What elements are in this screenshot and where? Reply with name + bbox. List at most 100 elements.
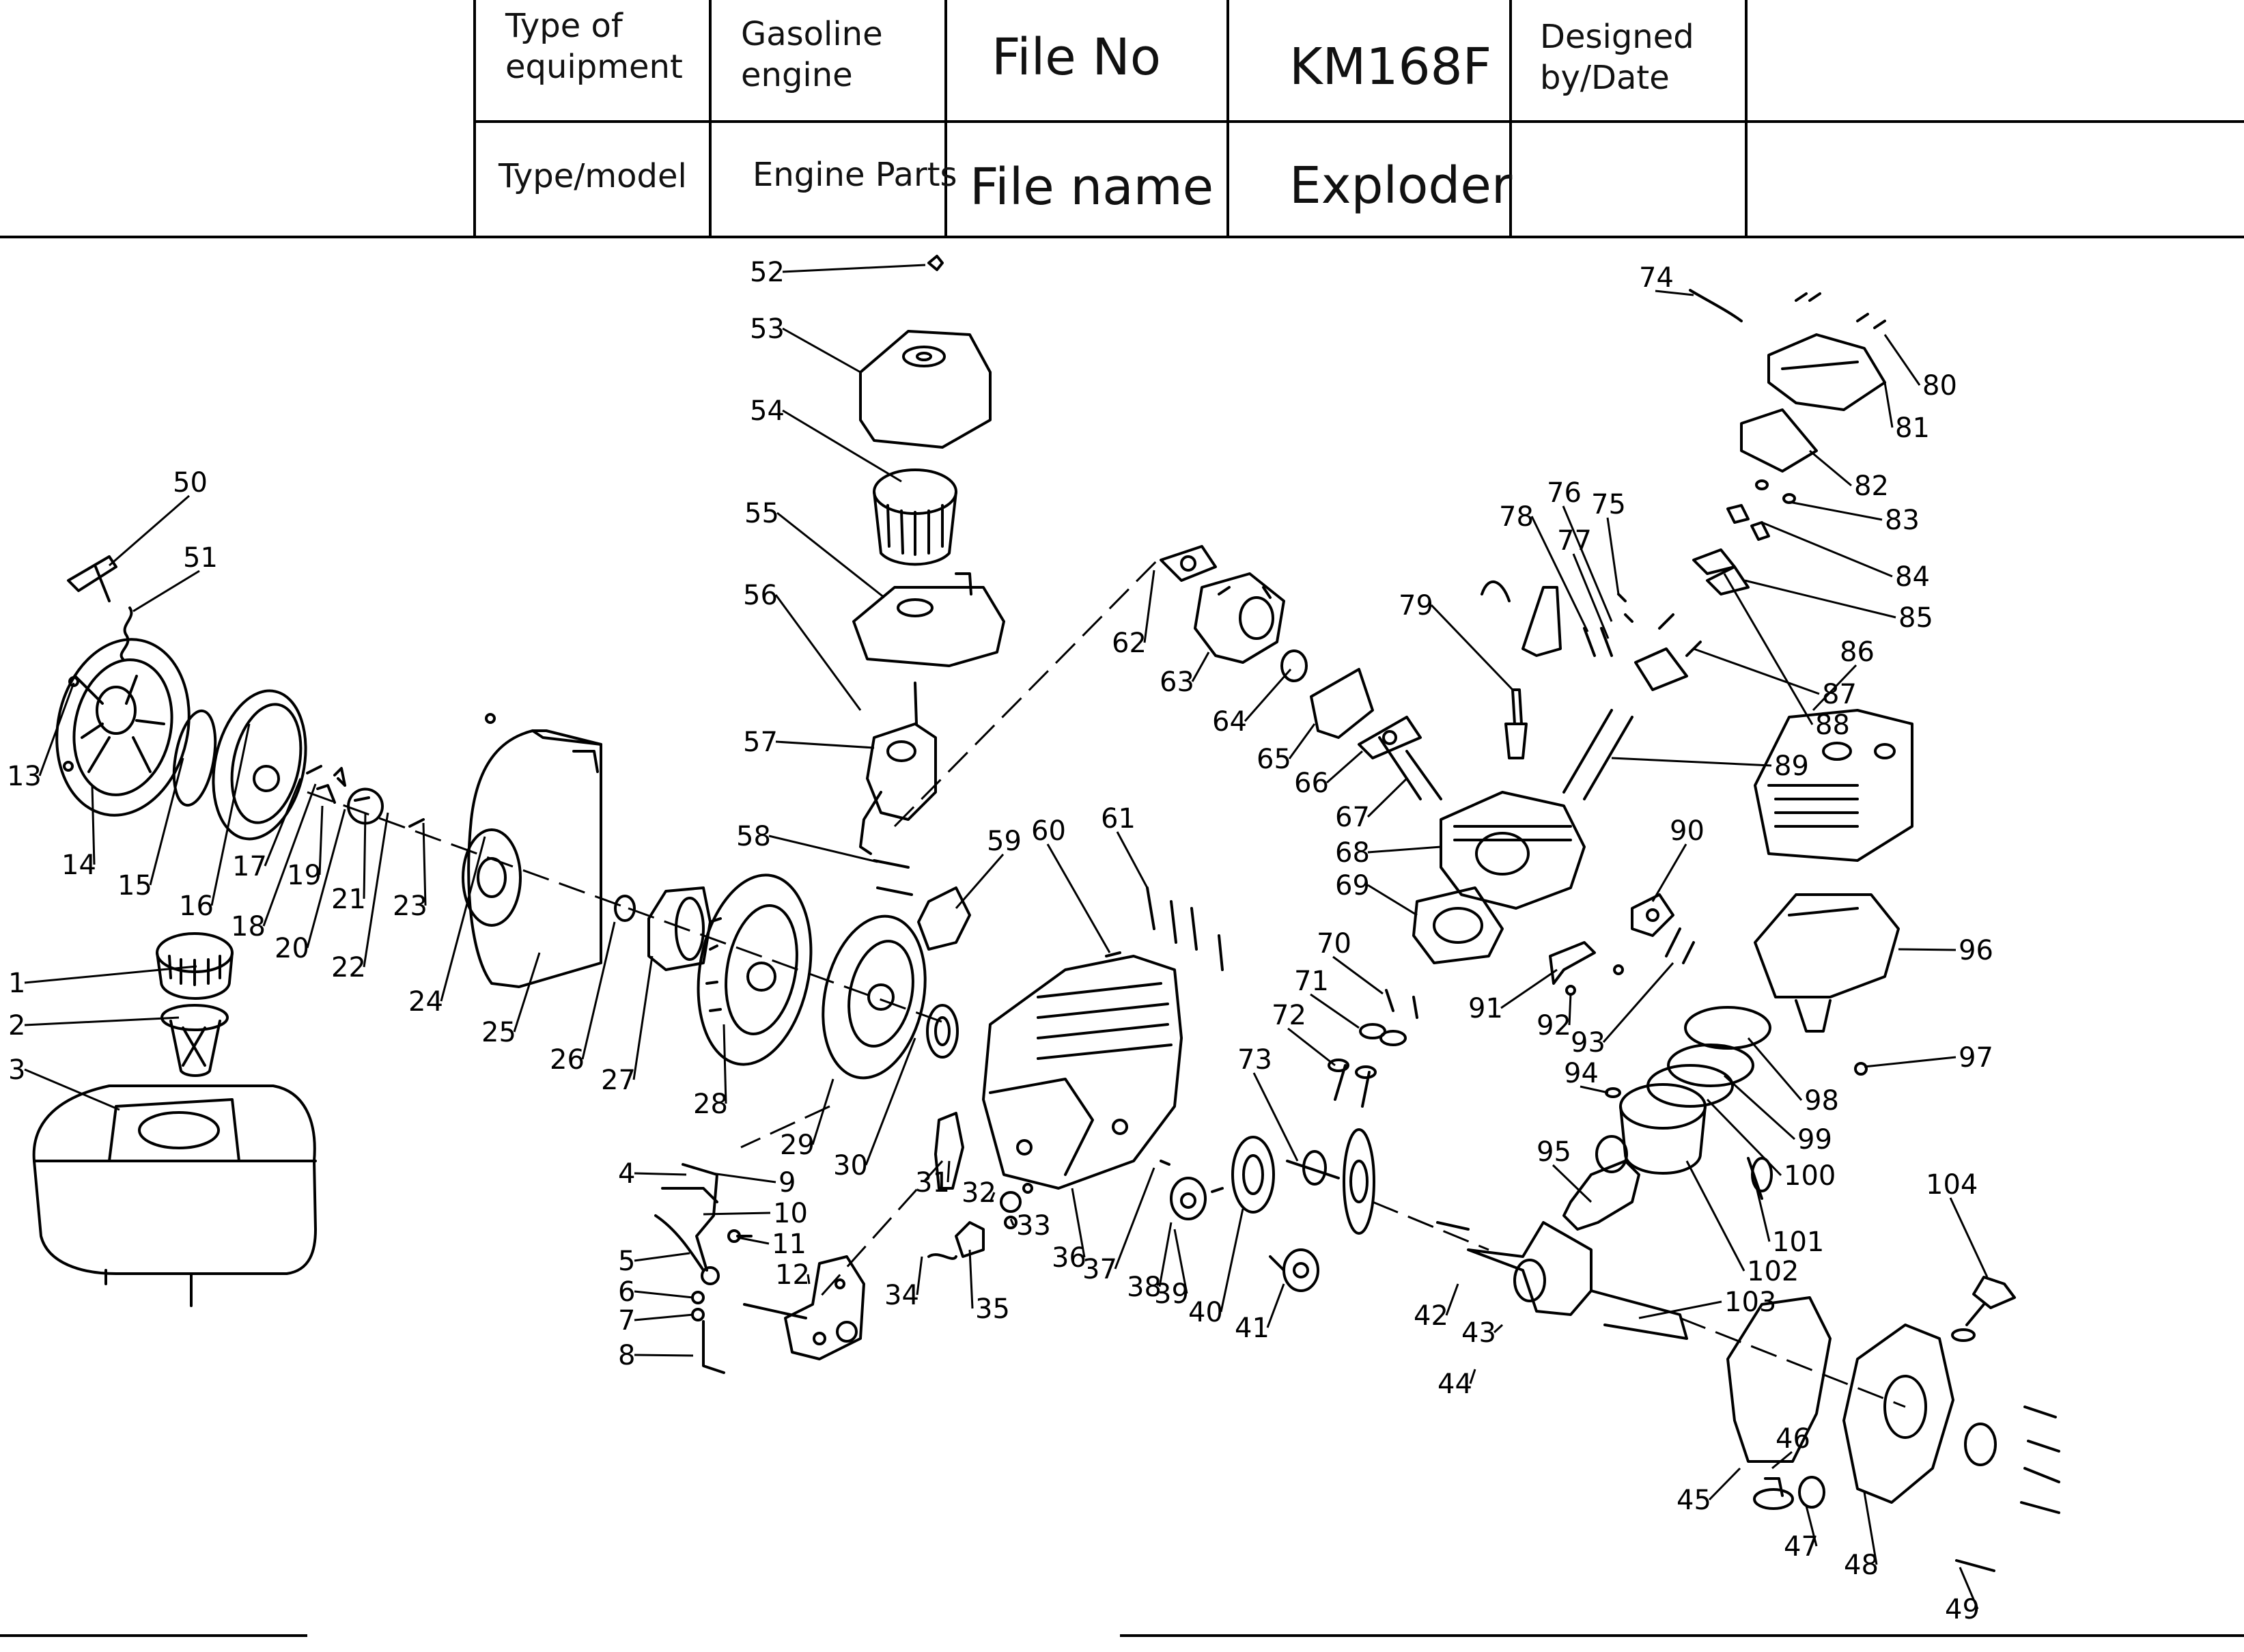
part-label-40: 40 [1188, 1297, 1223, 1328]
part-label-76: 76 [1547, 477, 1582, 509]
part-label-31: 31 [915, 1167, 950, 1199]
leader-line-13 [38, 682, 75, 776]
leader-line-23 [422, 822, 427, 906]
part-label-85: 85 [1898, 602, 1933, 634]
leader-line-96 [1898, 948, 1957, 951]
part-label-39: 39 [1154, 1278, 1189, 1310]
part-label-42: 42 [1414, 1300, 1448, 1332]
leader-line-104 [1949, 1197, 1989, 1278]
leader-line-32 [989, 1192, 996, 1203]
part-label-14: 14 [61, 850, 96, 881]
governor-gear-part [1160, 1160, 1224, 1220]
part-label-88: 88 [1815, 710, 1850, 741]
part-label-102: 102 [1747, 1256, 1799, 1287]
head-gasket-part [1412, 886, 1504, 964]
push-rods-part [1562, 709, 1633, 800]
leader-line-24 [440, 836, 486, 1002]
leader-line-50 [109, 494, 190, 567]
starter-pulley [212, 689, 307, 841]
part-label-72: 72 [1272, 1000, 1306, 1031]
leader-line-19 [318, 805, 324, 876]
leader-line-7 [634, 1313, 694, 1321]
fuel-filter-part [160, 1004, 229, 1077]
leader-line-45 [1708, 1467, 1741, 1501]
part-label-61: 61 [1101, 803, 1136, 835]
breather-valve-part [1692, 479, 1796, 596]
part-label-3: 3 [8, 1054, 25, 1086]
flywheel-part [697, 873, 813, 1066]
insulator-64 [1280, 649, 1308, 682]
drain-plug-part [1753, 1476, 1825, 1510]
leader-line-43 [1493, 1324, 1504, 1334]
leader-line-82 [1809, 449, 1852, 487]
part-label-9: 9 [779, 1167, 796, 1199]
leader-line-3 [24, 1068, 120, 1111]
part-label-68: 68 [1335, 837, 1370, 869]
part-label-16: 16 [179, 891, 214, 922]
starter-spring-ring [172, 709, 217, 807]
part-label-12: 12 [775, 1259, 810, 1291]
leader-line-39 [1173, 1229, 1188, 1294]
crankcase-block-part [982, 955, 1183, 1194]
leader-line-9 [711, 1172, 776, 1184]
air-cleaner-base-part [852, 572, 1005, 667]
leader-line-72 [1287, 1027, 1336, 1067]
leader-line-66 [1326, 750, 1363, 784]
part-number-labels: 1234567891011121314151617181920212223242… [7, 257, 1993, 1625]
spark-plug-cap-part [1481, 580, 1562, 657]
valves-part [1328, 989, 1418, 1108]
part-label-6: 6 [618, 1276, 635, 1308]
assembly-centerlines [307, 555, 1906, 1408]
part-label-25: 25 [481, 1017, 516, 1048]
part-label-8: 8 [618, 1340, 635, 1371]
part-label-103: 103 [1724, 1287, 1776, 1318]
leader-line-79 [1430, 604, 1514, 691]
part-label-53: 53 [750, 313, 785, 345]
part-label-47: 47 [1784, 1531, 1819, 1563]
leader-line-59 [955, 854, 1005, 909]
part-label-104: 104 [1926, 1169, 1978, 1201]
leader-line-29 [811, 1078, 835, 1145]
carb-stud-part [873, 859, 913, 896]
head-bolts-part [1105, 886, 1224, 971]
air-cleaner-elbow-part [866, 682, 937, 821]
leader-line-92 [1568, 993, 1572, 1026]
bearing-40-part [1231, 1136, 1275, 1214]
leader-line-31 [946, 1160, 951, 1183]
starter-small-parts [306, 765, 425, 828]
leader-line-2 [24, 1016, 180, 1026]
part-label-79: 79 [1399, 590, 1433, 621]
part-label-57: 57 [743, 727, 778, 758]
part-label-4: 4 [618, 1158, 635, 1190]
part-label-48: 48 [1844, 1550, 1879, 1581]
part-label-99: 99 [1797, 1124, 1832, 1156]
leader-line-93 [1602, 962, 1674, 1043]
part-label-20: 20 [275, 933, 309, 964]
leader-line-20 [306, 809, 346, 949]
leader-line-98 [1747, 1037, 1803, 1101]
leader-line-74 [1655, 290, 1694, 296]
leader-line-44 [1469, 1369, 1476, 1384]
part-label-95: 95 [1537, 1136, 1571, 1168]
part-label-49: 49 [1945, 1594, 1980, 1625]
leader-line-17 [264, 778, 302, 867]
stud-67 [1378, 736, 1442, 800]
file-no-label: File No [992, 28, 1161, 87]
leader-line-80 [1883, 334, 1921, 386]
starter-rope-handle [67, 555, 133, 660]
part-label-77: 77 [1557, 525, 1592, 557]
leader-line-103 [1638, 1300, 1722, 1319]
leader-line-55 [776, 512, 885, 599]
leader-line-53 [782, 327, 861, 374]
part-label-35: 35 [975, 1293, 1010, 1325]
leader-line-58 [768, 835, 878, 863]
leader-line-22 [363, 812, 389, 968]
part-label-82: 82 [1854, 471, 1889, 502]
type-model-label: Type/model [499, 157, 687, 195]
leader-line-48 [1863, 1492, 1878, 1565]
leader-line-6 [634, 1290, 694, 1299]
camshaft-part [1286, 1128, 1375, 1235]
part-label-78: 78 [1499, 501, 1534, 533]
